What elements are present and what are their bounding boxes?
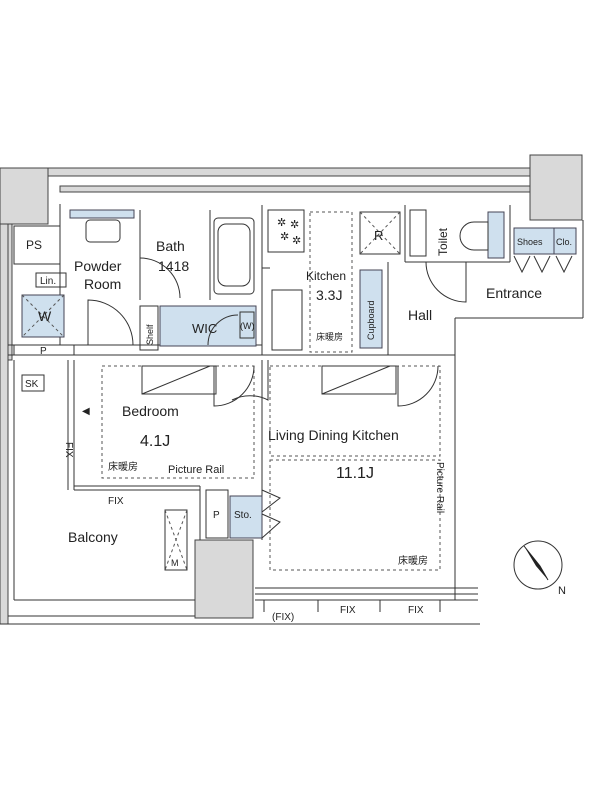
ldk-picture-rail: Picture Rail — [434, 462, 445, 513]
vanity-basin — [69, 209, 135, 219]
fix-bedroom-label: FIX — [108, 496, 124, 507]
sk-label: SK — [25, 379, 39, 390]
toilet-door-swing — [425, 261, 467, 303]
kitchen-label: Kitchen — [306, 269, 346, 283]
meter-label: M — [171, 558, 179, 568]
svg-text:✲: ✲ — [290, 219, 299, 231]
bathtub — [213, 217, 255, 295]
fix-label-2: FIX — [408, 605, 424, 616]
ldk-floor-heating: 床暖房 — [398, 554, 428, 567]
ldk-door-swing — [397, 365, 439, 407]
storage-label: Sto. — [234, 510, 252, 521]
svg-text:✲: ✲ — [280, 231, 289, 243]
p-top-label: P — [40, 346, 47, 357]
kitchen-zone — [309, 211, 353, 353]
kitchen-floor-heating: 床暖房 — [316, 331, 343, 342]
ldk-size: 11.1J — [336, 465, 374, 482]
cupboard — [359, 269, 383, 349]
outer-walls — [0, 154, 584, 625]
svg-text:✲: ✲ — [277, 217, 286, 229]
kitchen-counter — [267, 209, 305, 253]
bedroom-door-swing — [213, 365, 255, 407]
fridge — [359, 211, 401, 255]
svg-text:FIX: FIX — [63, 442, 74, 458]
powder-room-label-line2: Room — [84, 276, 121, 292]
fix-label-1: FIX — [340, 605, 356, 616]
shelf — [139, 305, 159, 351]
ps-shaft — [13, 225, 61, 265]
wic-label: WIC — [192, 321, 217, 336]
fix-vertical: FIX — [63, 442, 74, 458]
powder-room-label-line1: Powder — [74, 258, 122, 274]
vanity-counter — [85, 219, 121, 243]
hall-label: Hall — [408, 307, 432, 323]
bedroom-label: Bedroom — [122, 403, 179, 419]
fix-paren-label: (FIX) — [272, 612, 294, 623]
bedroom-picture-rail: Picture Rail — [168, 464, 224, 476]
fridge-label: R — [374, 228, 383, 243]
svg-text:✲: ✲ — [292, 235, 301, 247]
pipe-space-top — [13, 344, 75, 356]
linen-label: Lin. — [40, 276, 56, 287]
shelf-label: Shelf — [145, 324, 155, 345]
pipe-space-storage — [205, 489, 229, 539]
toilet-label: Toilet — [436, 227, 450, 256]
cupboard-label: Cupboard — [366, 300, 376, 340]
bath-door-swing — [139, 257, 181, 299]
storage-closet — [229, 495, 263, 539]
bedroom-size: 4.1J — [140, 433, 170, 450]
wic-w-label: (W) — [240, 321, 255, 331]
bath-label: Bath — [156, 238, 185, 254]
washer-label: W — [38, 308, 52, 324]
compass-north-label: N — [558, 585, 566, 597]
ps-label: PS — [26, 238, 42, 252]
shoes-label: Shoes — [517, 237, 543, 247]
compass-north-icon: N — [513, 540, 566, 597]
powder-door-swing — [87, 299, 134, 346]
entrance-label: Entrance — [486, 285, 542, 301]
interior-walls — [7, 204, 511, 540]
closet — [553, 227, 577, 255]
kitchen-size: 3.3J — [316, 287, 342, 303]
stove-burner-icon: ✲ ✲ ✲ ✲ — [277, 217, 301, 247]
bath-size: 1418 — [158, 258, 189, 274]
sk-box — [21, 374, 45, 392]
shoes-cabinet — [513, 227, 555, 255]
ac-unit — [164, 509, 188, 571]
arrow-left-icon: ◀ — [82, 406, 90, 417]
bedroom-floor-heating: 床暖房 — [108, 460, 138, 473]
ldk-zone-lower — [269, 459, 441, 571]
toilet-bowl — [459, 221, 489, 251]
linen-cabinet — [35, 272, 67, 288]
p-storage-label: P — [213, 510, 220, 521]
closet-label: Clo. — [556, 237, 572, 247]
balcony-label: Balcony — [68, 529, 118, 545]
ldk-label: Living Dining Kitchen — [268, 427, 399, 443]
